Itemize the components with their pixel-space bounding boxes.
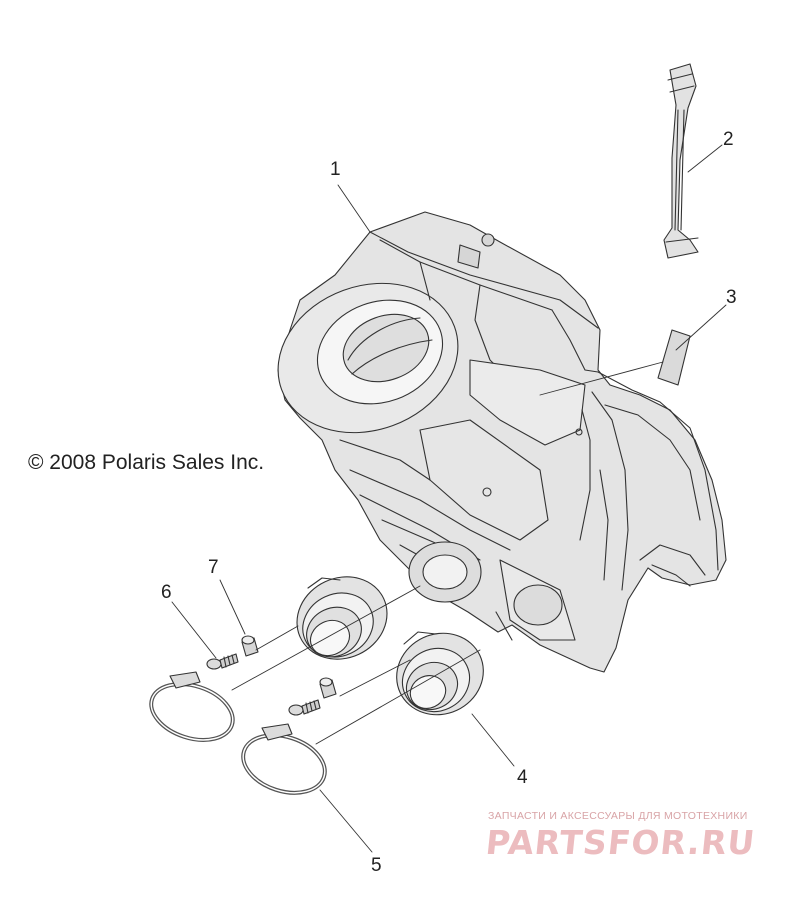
callout-7: 7 bbox=[208, 557, 219, 578]
screw-upper bbox=[206, 653, 239, 670]
intake-boot-lower bbox=[396, 631, 484, 716]
callout-6: 6 bbox=[161, 582, 172, 603]
callout-5: 5 bbox=[371, 855, 382, 876]
intake-boot-upper bbox=[296, 576, 388, 660]
airbox-housing bbox=[277, 211, 727, 673]
assembly-lines bbox=[231, 585, 481, 745]
decal-label bbox=[657, 329, 691, 386]
callout-2: 2 bbox=[723, 129, 734, 150]
retaining-strap bbox=[663, 63, 699, 259]
watermark-tagline: ЗАПЧАСТИ И АКСЕССУАРЫ ДЛЯ МОТОТЕХНИКИ bbox=[488, 810, 748, 822]
watermark-logo: PARTSFOR.RU bbox=[483, 823, 758, 862]
hose-clamp-lower bbox=[241, 723, 327, 795]
hose-clamp-upper bbox=[149, 671, 235, 742]
screw-lower bbox=[288, 699, 321, 716]
copyright-notice: © 2008 Polaris Sales Inc. bbox=[28, 451, 265, 474]
leader-lines bbox=[171, 144, 727, 853]
spacer-upper bbox=[241, 635, 259, 657]
callout-1: 1 bbox=[330, 159, 341, 180]
callout-3: 3 bbox=[726, 287, 737, 308]
callout-4: 4 bbox=[517, 767, 528, 788]
spacer-lower bbox=[319, 677, 337, 699]
